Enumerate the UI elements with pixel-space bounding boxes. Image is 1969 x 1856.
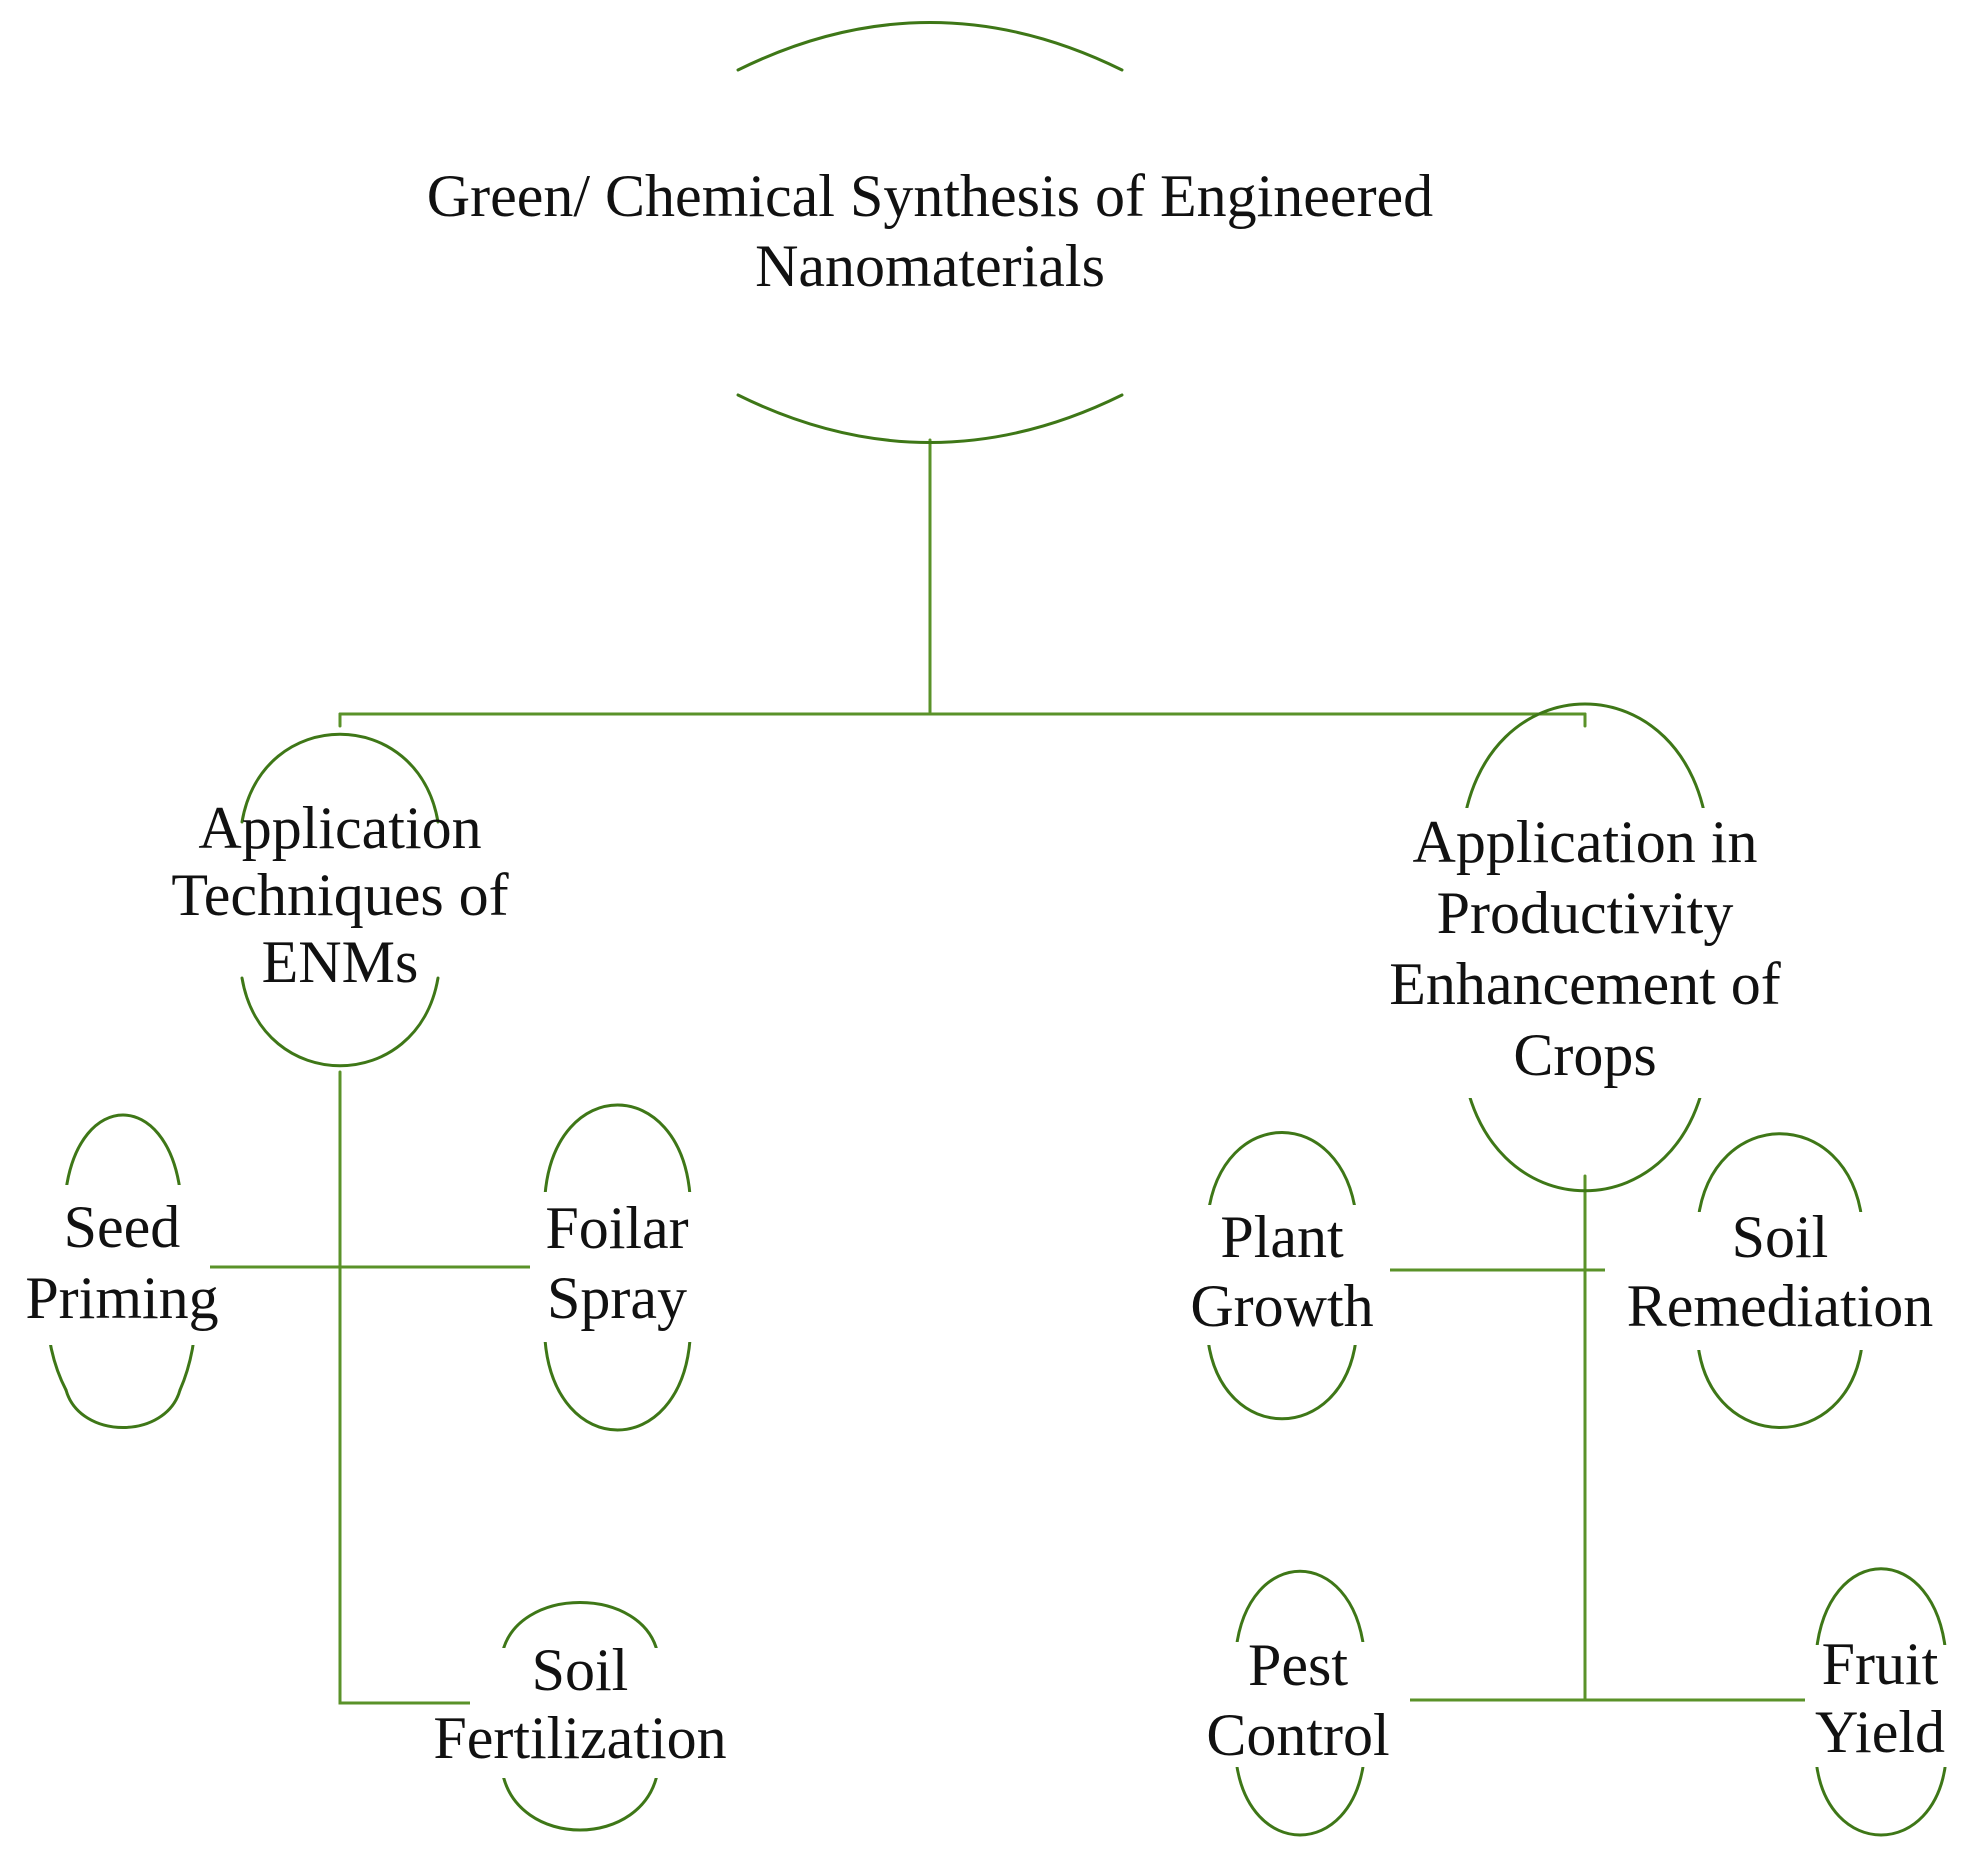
pest-control-label-backdrop bbox=[1190, 1642, 1410, 1767]
plant-growth-label-line-2: Growth bbox=[1190, 1273, 1373, 1339]
root-node-outline-bottom bbox=[736, 393, 1124, 444]
pest-control-label-line-1: Pest bbox=[1248, 1632, 1348, 1698]
soil-remediation-label-line-2: Remediation bbox=[1627, 1273, 1934, 1339]
fruit-yield-node: Fruit Yield bbox=[1805, 1567, 1960, 1837]
productivity-node-label-line-4: Crops bbox=[1513, 1022, 1656, 1088]
soil-fertilization-label-line-1: Soil bbox=[532, 1637, 629, 1703]
soil-remediation-label-backdrop bbox=[1605, 1212, 1960, 1350]
pest-control-outline-top bbox=[1234, 1569, 1366, 1652]
pest-control-label-line-2: Control bbox=[1206, 1702, 1389, 1768]
pest-control-outline-bottom bbox=[1234, 1758, 1366, 1837]
connector-lines bbox=[170, 438, 1824, 1705]
productivity-node-label-line-3: Enhancement of bbox=[1389, 951, 1781, 1017]
productivity-node-label-line-2: Productivity bbox=[1437, 880, 1734, 946]
foliar-spray-node: Foilar Spray bbox=[530, 1103, 705, 1432]
productivity-node-outline-top bbox=[1460, 702, 1710, 838]
soil-remediation-node: Soil Remediation bbox=[1605, 1132, 1960, 1429]
seed-priming-label-line-1: Seed bbox=[64, 1194, 181, 1260]
root-node-label-line-1: Green/ Chemical Synthesis of Engineered bbox=[427, 163, 1433, 229]
root-node-outline-top bbox=[736, 21, 1124, 72]
fruit-yield-label-line-2: Yield bbox=[1815, 1699, 1945, 1765]
seed-priming-node: Seed Priming bbox=[25, 1113, 219, 1429]
techniques-node-label-line-1: Application bbox=[198, 795, 481, 861]
soil-fertilization-node: Soil Fertilization bbox=[433, 1601, 727, 1832]
techniques-node-outline-top bbox=[240, 732, 440, 824]
fruit-yield-outline-bottom bbox=[1814, 1758, 1948, 1837]
foliar-spray-outline-top bbox=[543, 1103, 692, 1197]
connector-techniques-trunk bbox=[338, 1070, 510, 1705]
soil-fertilization-outline-bottom bbox=[500, 1768, 660, 1832]
techniques-node-label-line-2: Techniques of bbox=[171, 862, 508, 928]
seed-priming-label-line-2: Priming bbox=[25, 1265, 218, 1331]
plant-growth-label-backdrop bbox=[1175, 1205, 1390, 1345]
soil-remediation-outline-top bbox=[1696, 1132, 1864, 1222]
seed-priming-outline-bottom bbox=[64, 1388, 182, 1429]
plant-growth-label-line-1: Plant bbox=[1220, 1204, 1344, 1270]
techniques-node: Application Techniques of ENMs bbox=[171, 732, 509, 1068]
fruit-yield-label-line-1: Fruit bbox=[1822, 1631, 1939, 1697]
productivity-node-label-line-1: Application in bbox=[1413, 809, 1758, 875]
plant-growth-outline-bottom bbox=[1206, 1338, 1358, 1421]
soil-remediation-outline-bottom bbox=[1696, 1343, 1864, 1429]
productivity-node: Application in Productivity Enhancement … bbox=[1350, 702, 1820, 1193]
plant-growth-node: Plant Growth bbox=[1175, 1131, 1390, 1421]
techniques-node-label-line-3: ENMs bbox=[262, 929, 419, 995]
root-node: Green/ Chemical Synthesis of Engineered … bbox=[427, 21, 1433, 444]
soil-remediation-label-line-1: Soil bbox=[1732, 1204, 1829, 1270]
foliar-spray-label-line-1: Foilar bbox=[545, 1195, 688, 1261]
techniques-node-outline-bottom bbox=[240, 976, 440, 1068]
foliar-spray-label-backdrop bbox=[530, 1192, 705, 1342]
foliar-spray-outline-bottom bbox=[543, 1338, 692, 1432]
soil-fertilization-label-backdrop bbox=[470, 1648, 710, 1778]
seed-priming-outline-top bbox=[64, 1113, 182, 1192]
fruit-yield-label-backdrop bbox=[1805, 1645, 1960, 1767]
productivity-node-label-backdrop bbox=[1350, 808, 1820, 1098]
root-node-label-line-2: Nanomaterials bbox=[755, 233, 1105, 299]
soil-fertilization-label-line-2: Fertilization bbox=[433, 1705, 726, 1771]
foliar-spray-label-line-2: Spray bbox=[547, 1265, 687, 1331]
plant-growth-outline-top bbox=[1206, 1131, 1358, 1217]
fruit-yield-outline-top bbox=[1814, 1567, 1948, 1657]
pest-control-node: Pest Control bbox=[1190, 1569, 1410, 1837]
seed-priming-label-backdrop bbox=[40, 1185, 210, 1345]
productivity-node-outline-bottom bbox=[1460, 1056, 1710, 1193]
soil-fertilization-outline-top bbox=[500, 1601, 660, 1657]
